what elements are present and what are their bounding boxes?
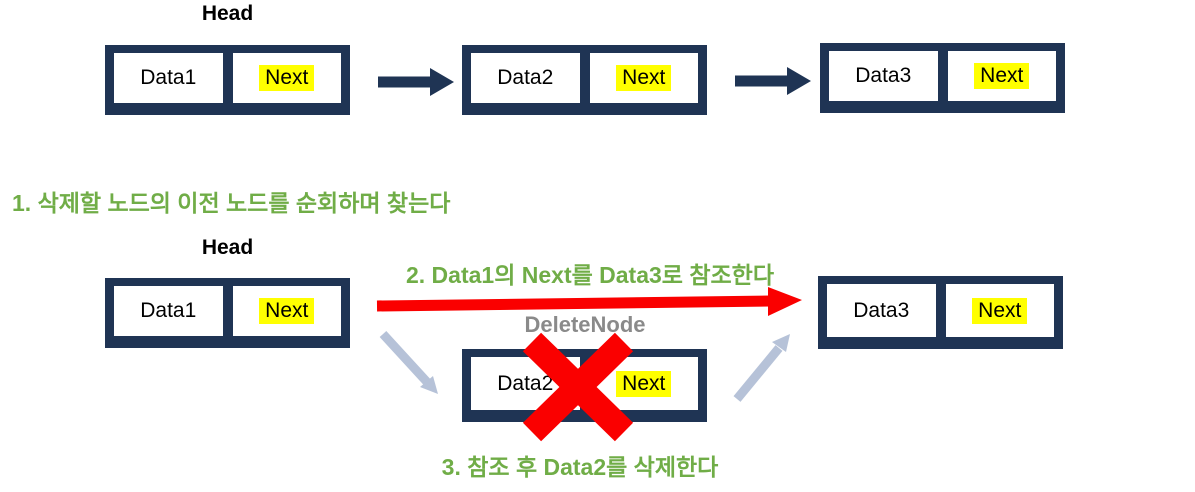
node-data1-bottom: Data1 Next (105, 278, 350, 348)
link-arrow-1-icon (378, 68, 454, 96)
relink-arrow-shaft (376, 295, 771, 312)
data-cell: Data3 (827, 284, 936, 337)
node-data3-bottom: Data3 Next (818, 276, 1063, 349)
delete-node-label: DeleteNode (524, 312, 646, 337)
head-pointer-label-bottom: Head (201, 236, 254, 259)
next-cell: Next (232, 53, 341, 103)
old-link-arrow-right-shaft (733, 345, 783, 402)
next-pointer-label: Next (616, 370, 672, 397)
data-label: Data3 (855, 64, 912, 87)
relink-arrow-head-icon (768, 287, 802, 316)
old-link-arrow-right-head-icon (772, 334, 790, 352)
node-data2-bottom-deleted: Data2 Next (462, 349, 707, 422)
next-pointer-label: Next (974, 63, 1030, 89)
data-cell: Data1 (114, 286, 223, 336)
data-cell: Data2 (471, 357, 580, 410)
data-cell: Data3 (829, 51, 938, 101)
node-data2-top: Data2 Next (462, 45, 707, 115)
head-pointer-label-top: Head (201, 2, 254, 25)
next-pointer-label: Next (259, 298, 315, 324)
next-pointer-label: Next (972, 297, 1028, 324)
data-cell: Data2 (471, 53, 580, 103)
next-cell: Next (945, 284, 1054, 337)
step3-caption: 3. 참조 후 Data2를 삭제한다 (441, 454, 719, 480)
old-link-arrow-left-shaft (379, 330, 431, 386)
old-link-arrow-left-head-icon (420, 376, 438, 394)
data-cell: Data1 (114, 53, 223, 103)
next-cell: Next (232, 286, 341, 336)
next-cell: Next (589, 357, 698, 410)
next-cell: Next (589, 53, 698, 103)
data-label: Data2 (497, 371, 554, 395)
data-label: Data1 (140, 66, 197, 89)
data-label: Data3 (853, 298, 910, 322)
next-pointer-label: Next (616, 65, 672, 91)
step2-caption: 2. Data1의 Next를 Data3로 참조한다 (405, 262, 774, 288)
node-data3-top: Data3 Next (820, 43, 1065, 113)
step1-caption: 1. 삭제할 노드의 이전 노드를 순회하며 찾는다 (12, 190, 451, 216)
data-label: Data2 (497, 66, 554, 89)
next-pointer-label: Next (259, 65, 315, 91)
data-label: Data1 (140, 299, 197, 322)
next-cell: Next (947, 51, 1056, 101)
node-data1-top: Data1 Next (105, 45, 350, 115)
link-arrow-2-icon (735, 67, 811, 95)
